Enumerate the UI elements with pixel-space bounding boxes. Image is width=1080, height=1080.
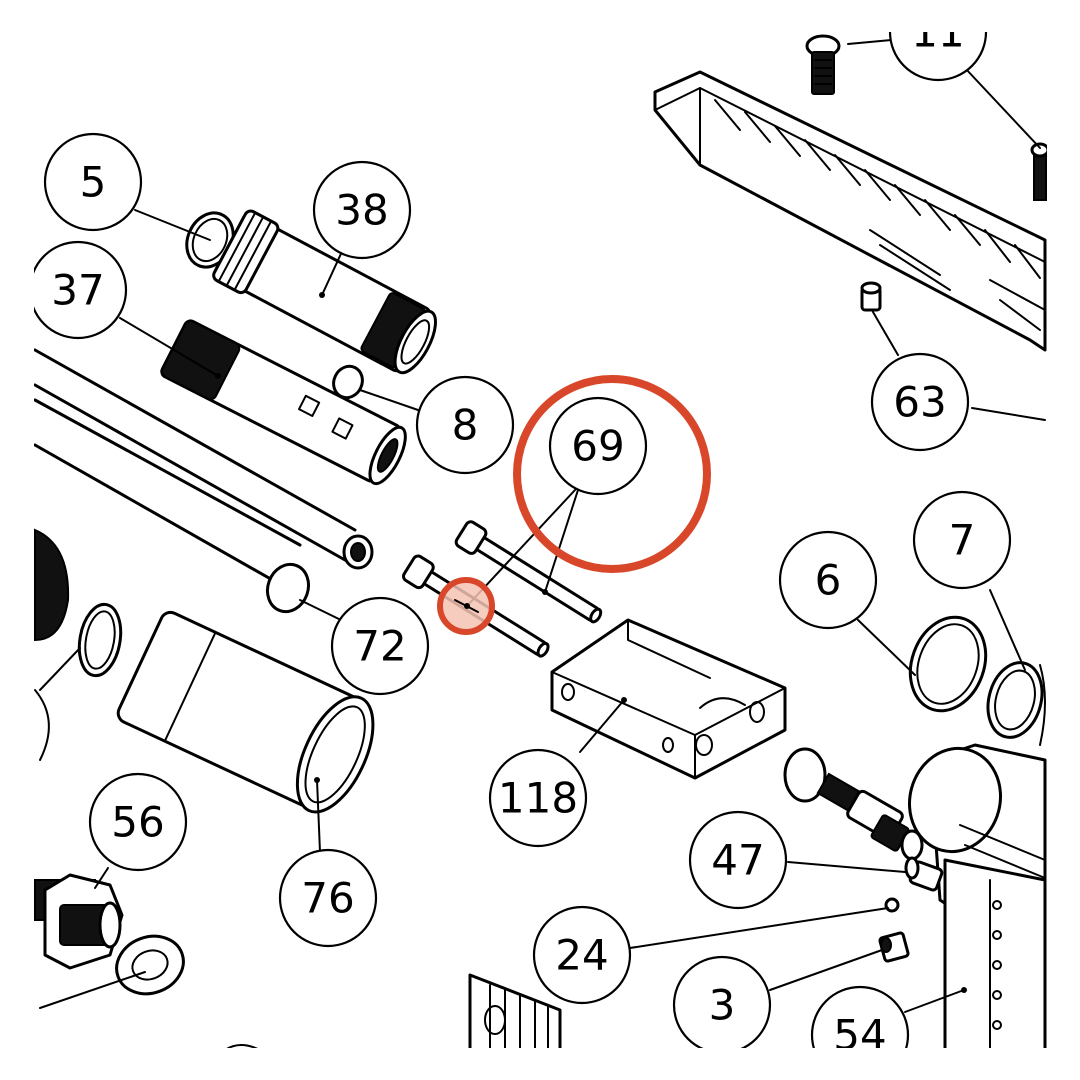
- ring-24: [884, 897, 900, 913]
- svg-text:76: 76: [301, 874, 354, 923]
- label-37: 37: [28, 240, 128, 340]
- housing-54: [907, 743, 1047, 1052]
- valve-assembly: [783, 747, 924, 861]
- label-63: 63: [870, 352, 970, 452]
- svg-text:69: 69: [571, 422, 624, 471]
- svg-text:72: 72: [353, 622, 406, 671]
- svg-text:56: 56: [111, 798, 164, 847]
- label-24: 24: [532, 905, 632, 1005]
- left-dark-part: [34, 528, 70, 642]
- svg-text:118: 118: [498, 774, 578, 823]
- fitting-56: [34, 873, 185, 996]
- long-tubes: [33, 348, 374, 614]
- label-72: 72: [330, 596, 430, 696]
- label-38: 38: [312, 160, 412, 260]
- label-3: 3: [672, 955, 772, 1055]
- svg-text:8: 8: [452, 401, 479, 450]
- o-ring-6: [908, 615, 988, 713]
- o-ring-7: [986, 661, 1044, 739]
- screw-right: [1030, 142, 1050, 201]
- highlight-ring-69: [513, 375, 711, 573]
- svg-text:7: 7: [949, 516, 976, 565]
- svg-text:37: 37: [51, 266, 104, 315]
- svg-text:24: 24: [555, 931, 608, 980]
- svg-text:3: 3: [709, 981, 736, 1030]
- pin-69-upper: [454, 520, 603, 624]
- svg-text:47: 47: [711, 836, 764, 885]
- fitting-47: [904, 856, 944, 892]
- label-76: 76: [278, 848, 378, 948]
- screw-top: [805, 34, 841, 95]
- label-8: 8: [415, 375, 515, 475]
- svg-text:63: 63: [893, 378, 946, 427]
- o-ring-left: [77, 602, 123, 678]
- label-118: 118: [488, 748, 588, 848]
- rail-part: [653, 70, 1047, 352]
- body-37: [160, 319, 407, 486]
- pin-63: [860, 281, 882, 312]
- label-69: 69: [548, 396, 648, 496]
- label-5: 5: [43, 132, 143, 232]
- svg-text:38: 38: [335, 186, 388, 235]
- svg-text:6: 6: [815, 556, 842, 605]
- label-56: 56: [88, 772, 188, 872]
- label-7: 7: [912, 490, 1012, 590]
- svg-text:5: 5: [80, 158, 107, 207]
- nut-3: [878, 931, 910, 963]
- label-6: 6: [778, 530, 878, 630]
- block-118: [550, 618, 787, 780]
- label-47: 47: [688, 810, 788, 910]
